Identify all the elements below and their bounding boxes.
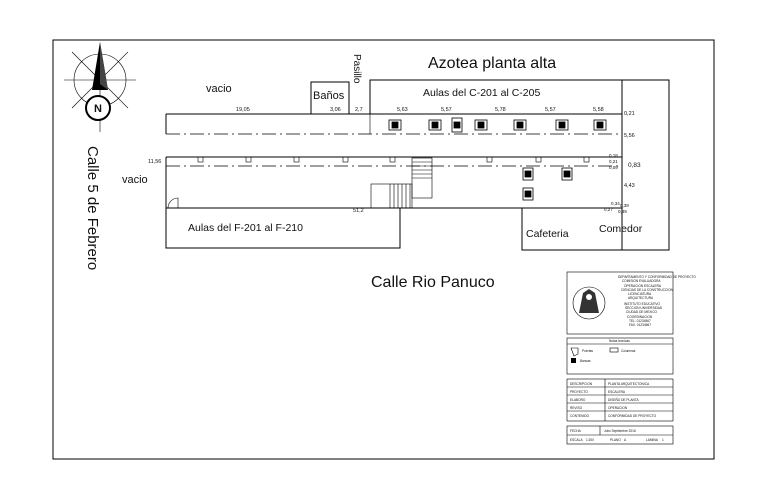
dim-0-39: 0,39 (620, 203, 629, 208)
street-label-rio-panuco: Calle Rio Panuco (371, 274, 495, 291)
dim-51-2: 51,2 (353, 208, 364, 214)
tb-row5-key: CONTENIDO (570, 414, 590, 418)
tb-line-10: COORDINACION (627, 315, 653, 319)
dim-0-18: 0,18 (609, 153, 618, 158)
tb-footer-fecha: FECHA (570, 429, 582, 433)
label-vacio-left: vacio (122, 174, 148, 186)
aulas-f-block (165, 207, 401, 249)
dim-3-06: 3,06 (330, 107, 341, 113)
columns (197, 156, 590, 163)
tb-row4-key: REVISO (570, 406, 583, 410)
tb-footer-escala-v: 1:200 (586, 438, 594, 442)
tb-footer-date: Julio Septiembre 2016 (604, 429, 636, 433)
tb-row5-val: CONFORMIDAD DE PROYECTO (608, 414, 657, 418)
stairs (370, 157, 433, 209)
tb-footer-escala-k: ESCALA (570, 438, 583, 442)
institution-seal-icon (572, 286, 606, 320)
tb-footer-lamina-v: 1 (662, 438, 664, 442)
dim-0-21: 0,21 (624, 111, 635, 117)
dim-0-34: 0,34 (611, 201, 620, 206)
tables-cafeteria (522, 167, 573, 201)
dim-2-7: 2,7 (355, 107, 363, 113)
dim-5-57a: 5,57 (441, 107, 452, 113)
north-arrow-icon: N (64, 42, 136, 132)
tb-line-12: FAX. 01234567 (629, 323, 651, 327)
tb-footer-lamina-k: LAMINA (646, 438, 659, 442)
street-label-5-febrero: Calle 5 de Febrero (84, 146, 101, 270)
dim-5-58: 5,58 (593, 107, 604, 113)
tb-line-6: ARQUITECTURA (628, 296, 654, 300)
dim-5-56: 5,56 (624, 133, 635, 139)
upper-corridor (165, 113, 622, 135)
tb-line-7: INSTITUTO EDUCATIVO (624, 302, 661, 306)
tb-line-4: CIENCIAS DE LA CONSTRUCCION (621, 288, 674, 292)
dim-0-83: 0,83 (628, 162, 641, 169)
tb-line-1: DEPARTAMENTO Y CONFORMIDAD DE PROYECTO (618, 275, 696, 279)
tb-row3-val: DISEÑO DE PLANTA (608, 397, 639, 402)
dim-11-56: 11,56 (148, 159, 161, 165)
tb-row3-key: ELABORO (570, 398, 586, 402)
tb-legend-columnas: Columnas (621, 349, 636, 353)
tb-row1-key: DESCRIPCION (570, 382, 593, 386)
title-block: DEPARTAMENTO Y CONFORMIDAD DE PROYECTO C… (566, 271, 696, 445)
label-aulas-f: Aulas del F-201 al F-210 (188, 222, 303, 234)
tb-footer-plano-v: A (624, 438, 627, 442)
tb-legend-bancas: Bancas (580, 359, 591, 363)
tb-line-9: CIUDAD DE MEXICO (626, 310, 658, 314)
dim-0-21b: 0,21 (609, 159, 618, 164)
tb-row4-val: OPERACION (608, 406, 628, 410)
tb-line-5: LICENCIATURA (628, 292, 652, 296)
tb-row1-val: PLANTA ARQUITECTONICA (608, 382, 650, 386)
label-vacio-top: vacio (206, 83, 232, 95)
title-azotea: Azotea planta alta (428, 55, 556, 72)
tb-line-2: COMISION EVALUADORA (622, 279, 661, 283)
label-banos: Baños (313, 90, 345, 102)
dim-5-78: 5,78 (495, 107, 506, 113)
benches-upper (388, 117, 607, 133)
dim-0-09: 0,09 (609, 165, 618, 170)
tb-line-3: OPERACION ESCALERA (624, 284, 662, 288)
label-aulas-c: Aulas del C-201 al C-205 (423, 87, 540, 99)
tb-row2-key: PROYECTO (570, 390, 588, 394)
dim-5-63: 5,63 (397, 107, 408, 113)
tb-legend-puertas: Puertas (582, 349, 593, 353)
tb-footer-plano-k: PLANO (610, 438, 621, 442)
sheet-border (52, 39, 715, 460)
dim-0-39b: 0,39 (618, 209, 627, 214)
tb-line-11: TEL. 01234567 (629, 319, 651, 323)
dim-5-57b: 5,57 (545, 107, 556, 113)
dim-0-27: 0,27 (604, 207, 613, 212)
north-label: N (94, 103, 102, 115)
tb-row2-val: ESCALERA (608, 390, 626, 394)
dim-4-43: 4,43 (624, 183, 635, 189)
label-pasillo: Pasillo (351, 54, 362, 84)
label-comedor: Comedor (599, 223, 643, 235)
tb-notes-title: Notas tecnicas (609, 339, 630, 343)
tb-line-8: SECCION UNIVERSIDAD (625, 306, 663, 310)
label-cafeteria: Cafeteria (526, 228, 569, 240)
comedor-room (621, 79, 670, 251)
dim-19-05: 19,05 (236, 107, 250, 113)
